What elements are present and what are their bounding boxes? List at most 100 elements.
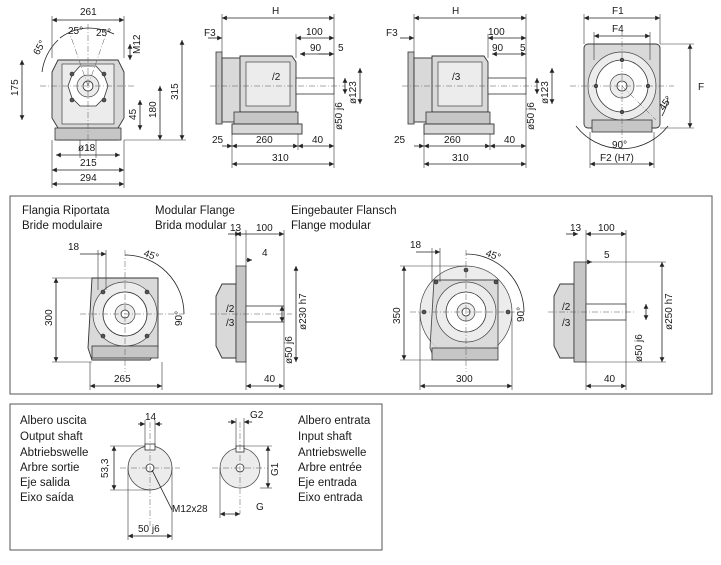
dim-45: 45 bbox=[128, 108, 139, 120]
input-label-en: Input shaft bbox=[298, 431, 353, 443]
output-label-pt: Eixo saída bbox=[20, 492, 74, 504]
dim-310-b: 310 bbox=[452, 153, 469, 164]
flange-box-titles: Flangia Riportata Bride modulaire Modula… bbox=[22, 205, 396, 232]
input-label-pt: Eixo entrada bbox=[298, 492, 363, 504]
dim-h-b: H bbox=[452, 6, 459, 17]
dim-215: 215 bbox=[80, 158, 97, 169]
dim-angle-65: 65° bbox=[32, 39, 49, 58]
input-label-fr: Arbre entrée bbox=[298, 462, 362, 474]
dim-40-b: 40 bbox=[504, 135, 516, 146]
dim-25-a: 25 bbox=[212, 135, 224, 146]
flange-right-stage-3: /3 bbox=[562, 318, 571, 329]
output-label-de: Abtriebswelle bbox=[20, 447, 88, 459]
flange-right-angle-90: 90° bbox=[516, 307, 527, 322]
flange-left-w265: 265 bbox=[114, 374, 131, 385]
dim-100-b: 100 bbox=[488, 27, 505, 38]
flange-left-side-d100: 100 bbox=[256, 223, 273, 234]
flange-box-frame bbox=[9, 195, 713, 395]
dim-123-a: ø123 bbox=[348, 81, 359, 104]
dim-f1: F1 bbox=[612, 6, 624, 17]
dim-f2: F2 (H7) bbox=[600, 153, 634, 164]
flange-left-side: 13 100 4 /2 /3 ø230 h7 ø50 j6 40 bbox=[210, 223, 309, 390]
dim-shaft-a: ø50 j6 bbox=[334, 102, 345, 130]
dim-310-a: 310 bbox=[272, 153, 289, 164]
flange-left-shaft: ø50 j6 bbox=[284, 336, 295, 364]
flange-right-d250: ø250 h7 bbox=[664, 293, 675, 330]
input-shaft-labels: Albero entrata Input shaft Antriebswelle… bbox=[298, 415, 371, 504]
output-label-en: Output shaft bbox=[20, 431, 83, 443]
output-d50: 50 j6 bbox=[138, 524, 160, 535]
flange-left-d18: 18 bbox=[68, 242, 80, 253]
output-face-view: 261 65° 25° 25° M12 175 315 180 45 ø18 2… bbox=[10, 7, 186, 188]
dim-100-a: 100 bbox=[306, 27, 323, 38]
dim-f: F bbox=[698, 82, 704, 93]
dim-180: 180 bbox=[148, 101, 159, 118]
flange-left-d40: 40 bbox=[264, 374, 276, 385]
output-label-fr: Arbre sortie bbox=[20, 462, 79, 474]
output-label-es: Eje salida bbox=[20, 477, 70, 489]
dim-40-a: 40 bbox=[312, 135, 324, 146]
output-shaft-labels: Albero uscita Output shaft Abtriebswelle… bbox=[20, 415, 88, 504]
title-it: Flangia Riportata bbox=[22, 205, 110, 217]
flange-left-front: 18 45° 90° 300 265 bbox=[44, 242, 185, 390]
dim-260-b: 260 bbox=[444, 135, 461, 146]
input-g: G bbox=[256, 502, 264, 513]
dim-5-b: 5 bbox=[520, 43, 526, 54]
flange-left-side-d13: 13 bbox=[230, 223, 242, 234]
input-label-de: Antriebswelle bbox=[298, 447, 366, 459]
input-shaft-drawing: G2 G1 G bbox=[212, 410, 281, 518]
flange-left-stage-2: /2 bbox=[226, 304, 235, 315]
flange-right-side: 13 100 5 /2 /3 ø250 h7 ø50 j6 40 bbox=[548, 223, 675, 390]
side-view-2-stage: /2 H F3 100 90 5 ø123 ø50 j6 25 260 40 3… bbox=[204, 6, 363, 168]
flange-left-d230: ø230 h7 bbox=[298, 293, 309, 330]
input-g2: G2 bbox=[250, 410, 264, 421]
output-h-53: 53,3 bbox=[100, 458, 111, 478]
dim-m12: M12 bbox=[132, 34, 143, 54]
flange-right-angle-45: 45° bbox=[484, 248, 502, 264]
title-es: Flange modular bbox=[291, 220, 371, 232]
flange-right-d18: 18 bbox=[410, 240, 422, 251]
dim-bore-18: ø18 bbox=[78, 143, 96, 154]
dim-shaft-b: ø50 j6 bbox=[526, 102, 537, 130]
input-label-it: Albero entrata bbox=[298, 415, 371, 427]
flange-left-side-d4: 4 bbox=[262, 248, 268, 259]
dim-294: 294 bbox=[80, 173, 97, 184]
output-label-it: Albero uscita bbox=[20, 415, 87, 427]
flange-right-h350: 350 bbox=[392, 307, 403, 324]
output-shaft-drawing: 14 53,3 M12x28 50 j6 bbox=[100, 412, 208, 540]
title-de: Eingebauter Flansch bbox=[291, 205, 396, 217]
dim-90-a: 90 bbox=[310, 43, 322, 54]
flange-right-shaft: ø50 j6 bbox=[634, 334, 645, 362]
dim-f3-a: F3 bbox=[204, 28, 216, 39]
title-fr: Bride modulaire bbox=[22, 220, 103, 232]
flange-left-angle-45: 45° bbox=[142, 248, 160, 264]
flange-right-d40: 40 bbox=[604, 374, 616, 385]
flange-right-side-d5: 5 bbox=[604, 250, 610, 261]
dim-angle-25a: 25° bbox=[68, 26, 83, 37]
flange-right-front: 18 45° 90° 350 300 bbox=[392, 240, 527, 390]
dim-angle-90-top: 90° bbox=[612, 140, 627, 151]
input-face-view: F1 F4 F 45° 90° F2 (H7) bbox=[570, 6, 704, 168]
dim-angle-25b: 25° bbox=[96, 28, 111, 39]
dim-5-a: 5 bbox=[338, 43, 344, 54]
dim-h-a: H bbox=[272, 6, 279, 17]
stage-label-2: /2 bbox=[272, 72, 281, 83]
flange-right-side-d13: 13 bbox=[570, 223, 582, 234]
flange-left-h300: 300 bbox=[44, 309, 55, 326]
dim-123-b: ø123 bbox=[540, 81, 551, 104]
output-thread: M12x28 bbox=[172, 504, 208, 515]
dim-261: 261 bbox=[80, 7, 97, 18]
stage-label-3: /3 bbox=[452, 72, 461, 83]
input-g1: G1 bbox=[270, 462, 281, 476]
flange-right-stage-2: /2 bbox=[562, 302, 571, 313]
input-label-es: Eje entrada bbox=[298, 477, 357, 489]
shaft-box-frame bbox=[9, 403, 383, 551]
title-en: Modular Flange bbox=[155, 205, 235, 217]
dim-f3-b: F3 bbox=[386, 28, 398, 39]
dim-260-a: 260 bbox=[256, 135, 273, 146]
side-view-3-stage: /3 H F3 100 90 5 ø123 ø50 j6 25 260 40 3… bbox=[386, 6, 555, 168]
dim-25-b: 25 bbox=[394, 135, 406, 146]
flange-left-stage-3: /3 bbox=[226, 318, 235, 329]
